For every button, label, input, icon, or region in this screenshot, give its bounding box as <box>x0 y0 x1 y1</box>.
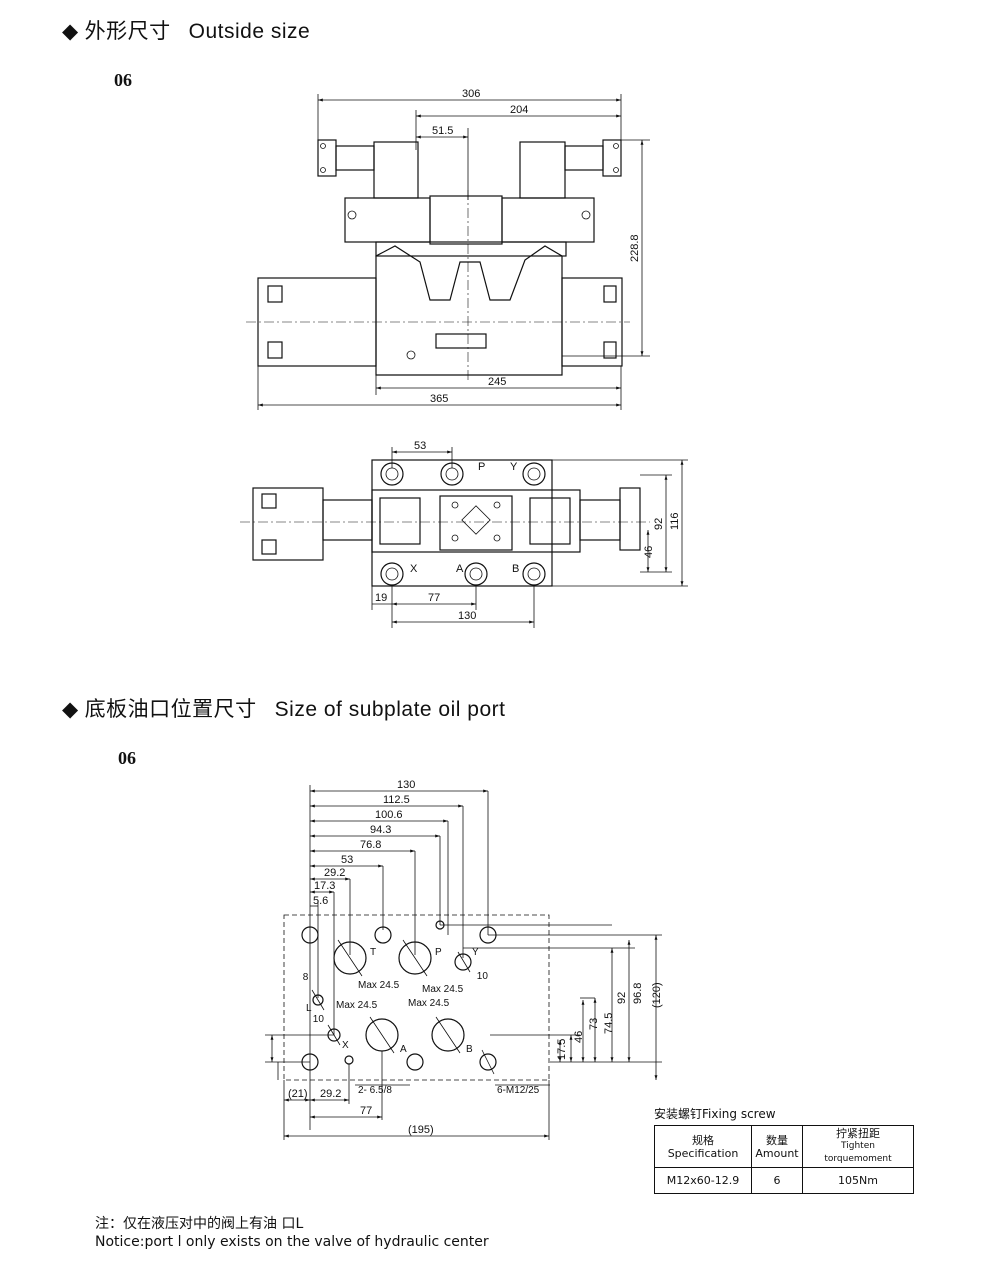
dim-195: (195) <box>408 1124 434 1136</box>
dim-204: 204 <box>510 104 528 116</box>
dim-53: 53 <box>341 854 353 866</box>
callout-max-b: Max 24.5 <box>408 998 450 1009</box>
port-label-a: A <box>400 1044 407 1055</box>
dim-77: 77 <box>360 1105 372 1117</box>
dim-245: 245 <box>488 376 506 388</box>
header-spec-en: Specification <box>667 1146 739 1160</box>
note-cn: 注：仅在液压对中的阀上有油 口L <box>95 1216 304 1232</box>
dim-94-3: 94.3 <box>370 824 391 836</box>
side-view-drawing: 306 204 51.5 <box>246 88 650 410</box>
port-label-b: B <box>466 1044 473 1055</box>
port-label-p: P <box>435 947 442 958</box>
callout-max-p: Max 24.5 <box>422 984 464 995</box>
callout-l-dia8: 8 <box>300 972 309 983</box>
dim-77: 77 <box>428 592 440 604</box>
diamond-bullet-icon: ◆ <box>62 697 79 721</box>
header-spec-cn: 规格 <box>692 1133 714 1147</box>
model-label: 06 <box>114 70 132 90</box>
port-label-y: Y <box>472 947 479 958</box>
dim-306: 306 <box>462 88 480 100</box>
dim-46: 46 <box>643 546 655 558</box>
callout-screw: 6-M12/25 <box>497 1085 540 1096</box>
port-label-y: Y <box>510 461 518 473</box>
top-view-drawing: 53 P Y X A B <box>240 440 688 628</box>
dim-21: (21) <box>288 1088 308 1100</box>
table-caption: 安装螺钉Fixing screw <box>654 1107 776 1121</box>
section-heading-outside-size: ◆外形尺寸 Outside size <box>62 15 310 45</box>
callout-y-dia: 10 <box>474 971 488 982</box>
port-label-a: A <box>456 563 464 575</box>
dim-76-8: 76.8 <box>360 839 381 851</box>
callout-l-dia10: 10 <box>310 1014 324 1025</box>
dim-29-2: 29.2 <box>324 867 345 879</box>
footnote: 注：仅在液压对中的阀上有油 口L Notice:port l only exis… <box>95 1215 489 1251</box>
cell-torque: 105Nm <box>802 1167 914 1194</box>
heading-en: Outside size <box>188 20 311 43</box>
dim-29-2-bottom: 29.2 <box>320 1088 341 1100</box>
dim-53: 53 <box>414 440 426 452</box>
heading-en: Size of subplate oil port <box>274 698 506 721</box>
dim-120: (120) <box>651 982 663 1008</box>
dim-92: 92 <box>616 992 628 1004</box>
callout-max-t: Max 24.5 <box>358 980 400 991</box>
port-label-x: X <box>342 1040 349 1051</box>
dim-51-5: 51.5 <box>432 125 453 137</box>
port-label-l: L <box>306 1003 312 1014</box>
dim-5-6: 5.6 <box>313 895 328 907</box>
port-label-b: B <box>512 563 519 575</box>
section-heading-subplate: ◆底板油口位置尺寸 Size of subplate oil port <box>62 693 505 723</box>
dim-228-8: 228.8 <box>629 234 641 262</box>
port-label-x: X <box>410 563 418 575</box>
dim-130: 130 <box>397 779 415 791</box>
dim-100-6: 100.6 <box>375 809 403 821</box>
dim-19: 19 <box>375 592 387 604</box>
cell-amount: 6 <box>751 1167 803 1194</box>
header-amount-en: Amount <box>755 1146 799 1160</box>
note-en: Notice:port l only exists on the valve o… <box>95 1234 489 1250</box>
dim-17-5: 17.5 <box>556 1039 568 1060</box>
port-label-p: P <box>478 461 485 473</box>
dim-96-8: 96.8 <box>632 983 644 1004</box>
dim-130: 130 <box>458 610 476 622</box>
header-amount-cn: 数量 <box>766 1133 788 1147</box>
subplate-drawing: 130 112.5 100.6 94.3 76.8 53 29.2 17.3 5… <box>265 779 663 1140</box>
dim-365: 365 <box>430 393 448 405</box>
port-label-t: T <box>370 947 376 958</box>
cell-spec: M12x60-12.9 <box>654 1167 752 1194</box>
heading-cn: 底板油口位置尺寸 <box>84 697 257 721</box>
dim-74-5: 74.5 <box>603 1013 615 1034</box>
dim-92: 92 <box>653 518 665 530</box>
dim-116: 116 <box>669 512 681 530</box>
dim-46: 46 <box>573 1031 585 1043</box>
header-torque-cn: 拧紧扭距 <box>836 1127 880 1140</box>
callout-max-a: Max 24.5 <box>336 1000 378 1011</box>
model-label: 06 <box>118 748 136 768</box>
dim-73: 73 <box>588 1018 600 1030</box>
diamond-bullet-icon: ◆ <box>62 19 79 43</box>
callout-bolt: 2- 6.5/8 <box>358 1085 392 1096</box>
dim-17-3: 17.3 <box>314 880 335 892</box>
header-torque-en: Tighten torquemoment <box>824 1141 892 1164</box>
heading-cn: 外形尺寸 <box>84 19 171 43</box>
table-row: M12x60-12.9 6 105Nm <box>654 1167 914 1194</box>
dim-112-5: 112.5 <box>383 794 410 806</box>
